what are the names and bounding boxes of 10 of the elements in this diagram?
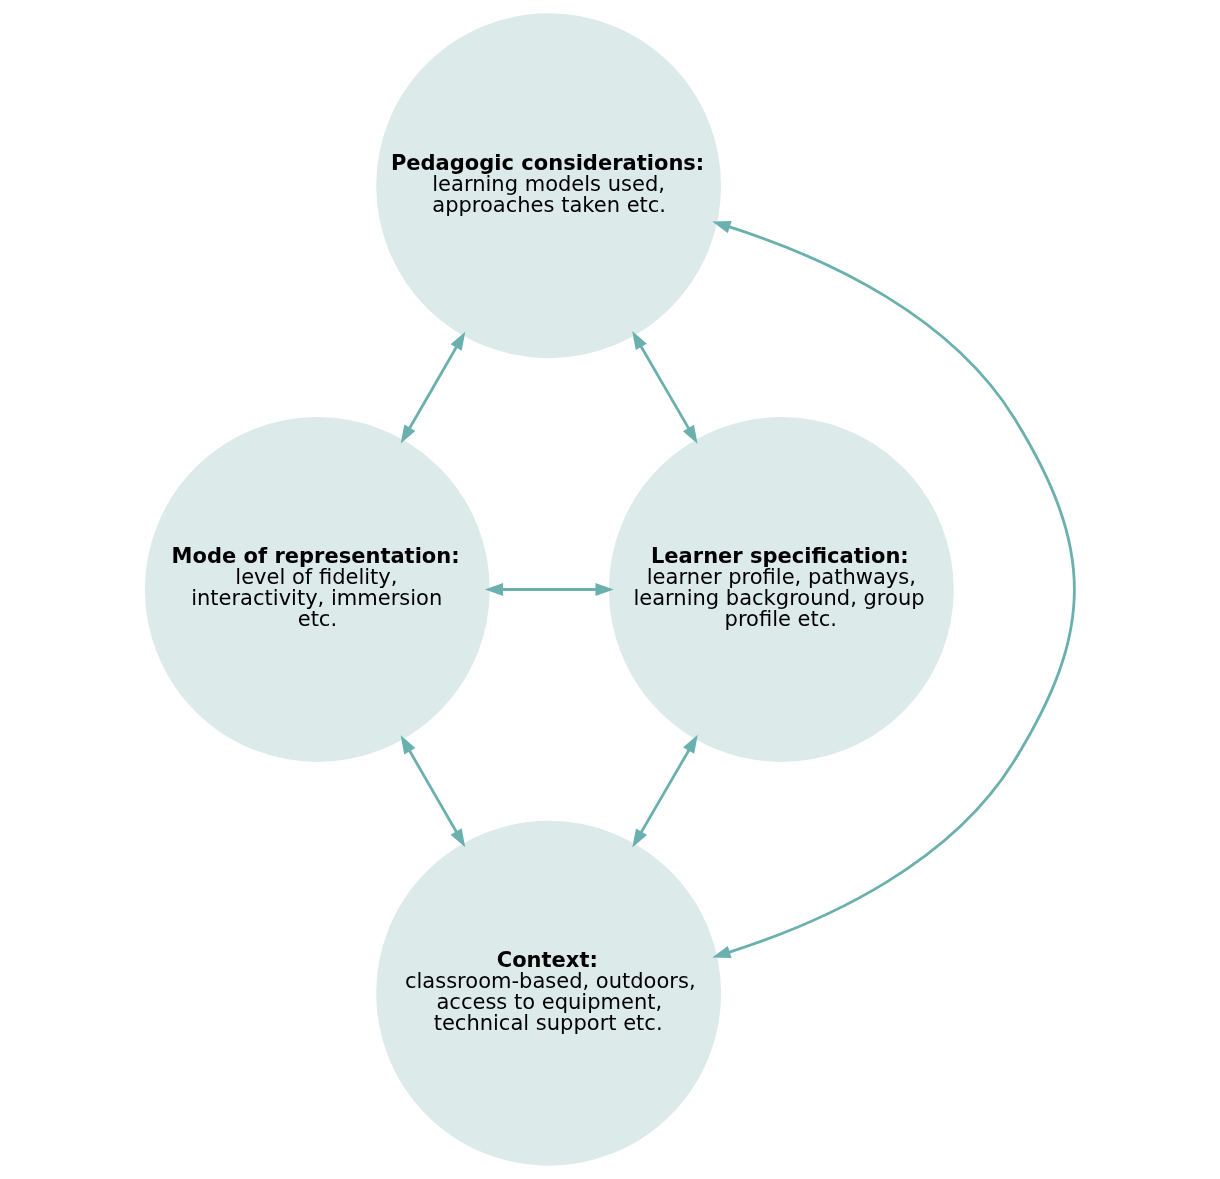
arrow	[400, 735, 466, 848]
node-circle: Learner specification: learner profile, pathways, learning background, group profile etc.	[608, 417, 954, 762]
arrow	[632, 331, 698, 444]
node-circle: Context: classroom-based, outdoors, access to equipment, technical support etc.	[376, 820, 722, 1166]
arrow	[484, 583, 614, 596]
arrow	[632, 734, 698, 848]
arrow	[400, 331, 466, 444]
node-circle: Mode of representation: level of fidelity, interactivity, immersion etc.	[144, 417, 490, 762]
node-circle: Pedagogic considerations: learning models used, approaches taken etc.	[376, 13, 722, 359]
arrow	[712, 220, 1076, 959]
